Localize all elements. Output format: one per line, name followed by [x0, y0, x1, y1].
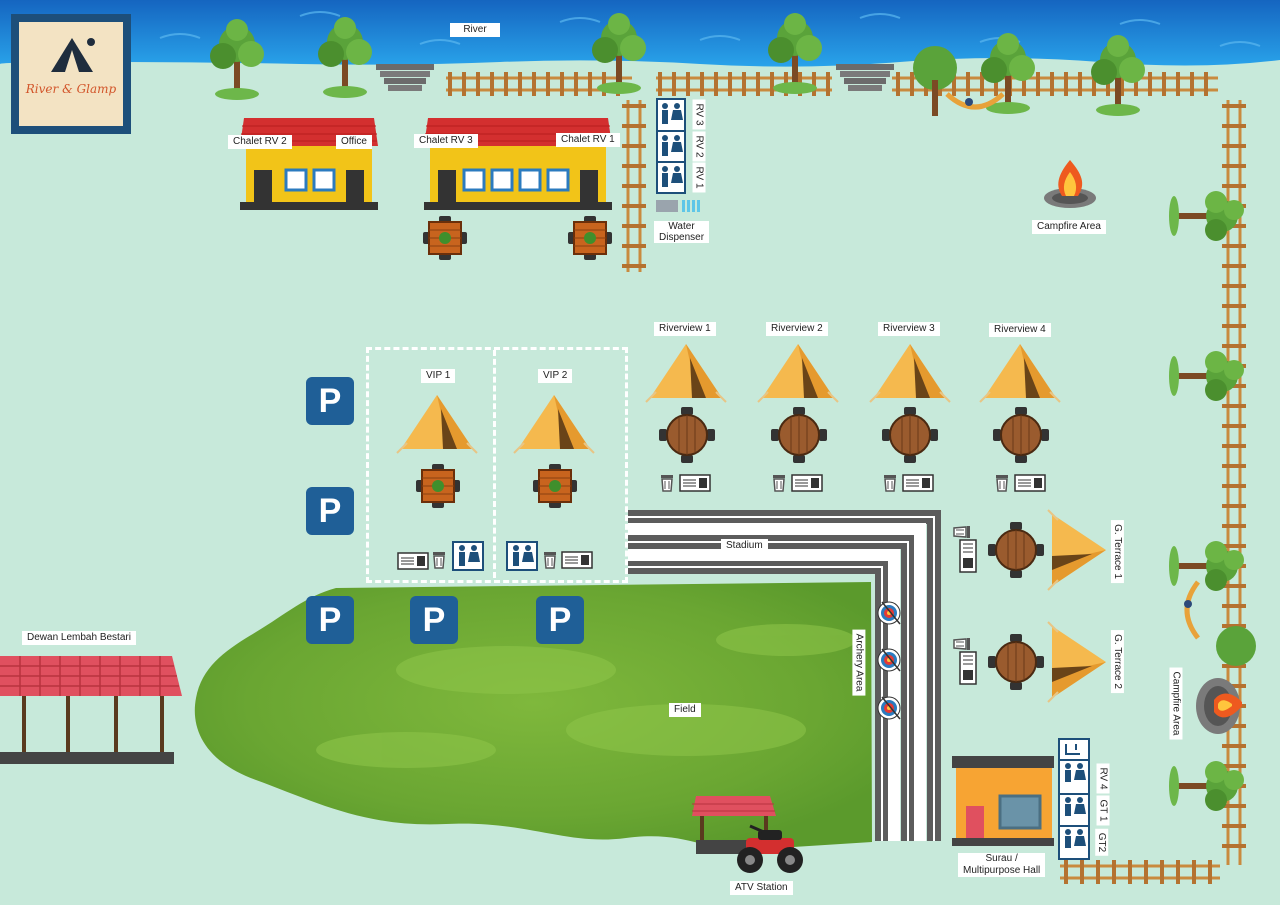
toilet-bottom-label-1: GT 1 — [1096, 795, 1110, 826]
toilet-icon-vip2 — [506, 541, 538, 571]
field — [194, 582, 872, 851]
chalet-rv1-label: Chalet RV 1 — [556, 133, 620, 147]
toilet-block-bottom: RV 4 GT 1 GT2 — [1058, 738, 1114, 860]
logo: River & Glamp — [11, 14, 131, 134]
surau-label-line2: Multipurpose Hall — [963, 865, 1041, 876]
hammock-icon-2 — [1184, 580, 1201, 640]
logo-text: River & Glamp — [25, 82, 117, 96]
parking-icon-2: P — [306, 487, 354, 535]
hammock-icon — [945, 92, 1005, 110]
g-terrace-2-label: G. Terrace 2 — [1110, 630, 1124, 693]
atv-station-label: ATV Station — [730, 881, 793, 895]
water-dispenser-icon — [656, 200, 700, 212]
water-dispenser-label: Water Dispenser — [654, 221, 710, 243]
river-steps — [376, 64, 434, 91]
toilet-bottom-label-0: RV 4 — [1096, 763, 1110, 794]
stadium-label: Stadium — [721, 539, 768, 553]
dewan-hall — [0, 656, 182, 764]
water-dispenser-label-line1: Water — [668, 221, 695, 232]
chalet-rv3-label: Chalet RV 3 — [414, 134, 478, 148]
campfire-area-top-label: Campfire Area — [1032, 220, 1106, 234]
parking-icon-3: P — [306, 596, 354, 644]
toilet-block-top: RV 3 RV 2 RV 1 — [656, 98, 714, 194]
campfire-icon — [1044, 160, 1096, 208]
parking-icon-1: P — [306, 377, 354, 425]
stadium-track — [628, 510, 941, 841]
toilet-bottom-label-2: GT2 — [1095, 828, 1109, 857]
toilet-icon — [656, 98, 686, 194]
toilet-icon-bottom — [1058, 738, 1090, 860]
parking-icon-4: P — [410, 596, 458, 644]
parking-icon-5: P — [536, 596, 584, 644]
water-dispenser-label-line2: Dispenser — [659, 232, 705, 243]
vip-zone — [366, 347, 628, 583]
chalet-rv2-label: Chalet RV 2 — [228, 135, 292, 149]
vip-2-label: VIP 2 — [538, 369, 573, 383]
archery-target-icon — [877, 601, 901, 720]
dewan-label: Dewan Lembah Bestari — [22, 631, 136, 645]
surau-hall — [952, 756, 1054, 846]
surau-label: Surau / Multipurpose Hall — [958, 853, 1046, 877]
vip-divider — [493, 350, 496, 578]
chalet-icon — [240, 118, 378, 210]
toilet-icon-vip1 — [452, 541, 484, 571]
riverview-1-label: Riverview 1 — [654, 322, 716, 336]
riverview-4-label: Riverview 4 — [989, 323, 1051, 337]
riverview-3-label: Riverview 3 — [878, 322, 940, 336]
logo-tent-icon — [51, 38, 95, 72]
surau-label-line1: Surau / — [985, 853, 1018, 864]
office-label: Office — [336, 135, 372, 149]
campfire-icon-2 — [1196, 678, 1242, 734]
g-terrace-1-label: G. Terrace 1 — [1110, 520, 1124, 583]
vip-1-label: VIP 1 — [421, 369, 456, 383]
river-label: River — [450, 23, 500, 37]
atv-icon — [737, 824, 803, 873]
river-steps-2 — [836, 64, 894, 91]
archery-area-label: Archery Area — [852, 629, 866, 696]
riverview-2-label: Riverview 2 — [766, 322, 828, 336]
field-label: Field — [669, 703, 701, 717]
